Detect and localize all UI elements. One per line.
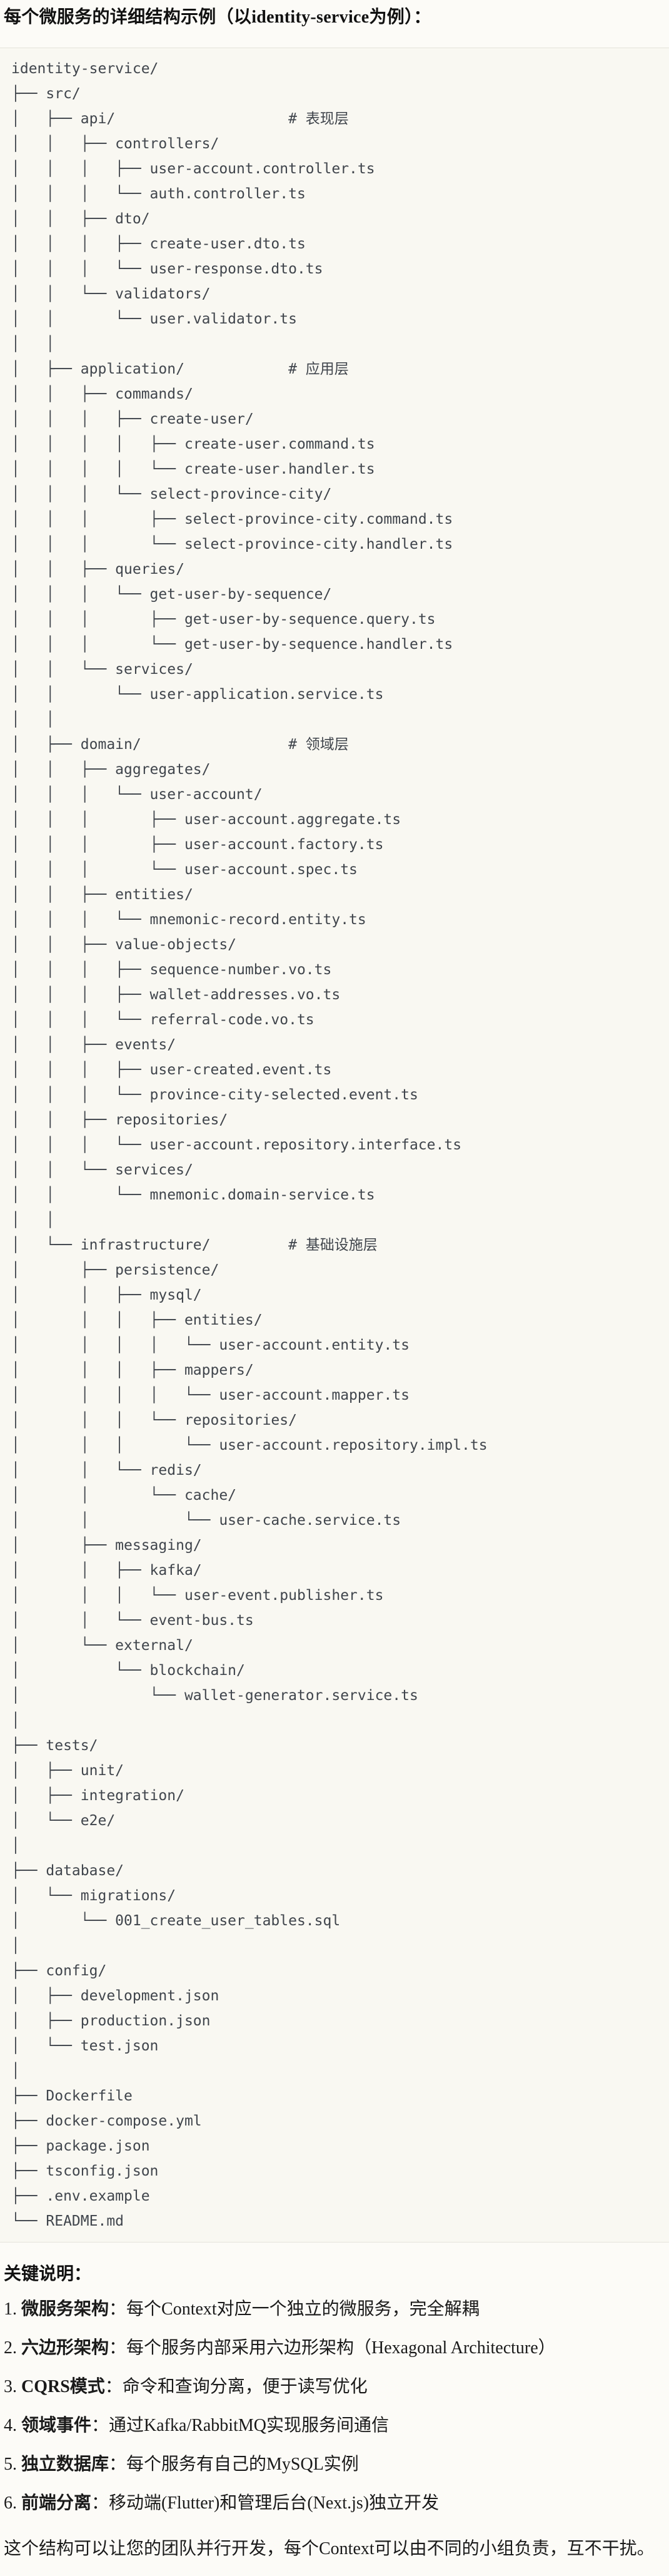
note-item-2: 2.六边形架构：每个服务内部采用六边形架构（Hexagonal Architec… (4, 2338, 663, 2359)
note-number: 4. (4, 2416, 17, 2435)
note-label: CQRS模式 (21, 2377, 105, 2396)
notes-list: 1.微服务架构：每个Context对应一个独立的微服务，完全解耦 2.六边形架构… (4, 2299, 663, 2514)
note-item-1: 1.微服务架构：每个Context对应一个独立的微服务，完全解耦 (4, 2299, 663, 2320)
note-label: 领域事件 (21, 2416, 92, 2435)
note-number: 1. (4, 2299, 17, 2319)
note-number: 6. (4, 2493, 17, 2513)
note-label: 前端分离 (21, 2493, 92, 2513)
note-number: 3. (4, 2377, 17, 2396)
note-text: ：命令和查询分离，便于读写优化 (104, 2377, 368, 2396)
closing-paragraph: 这个结构可以让您的团队并行开发，每个Context可以由不同的小组负责，互不干扰… (4, 2539, 655, 2558)
note-item-5: 5.独立数据库：每个服务有自己的MySQL实例 (4, 2454, 663, 2475)
note-item-6: 6.前端分离：移动端(Flutter)和管理后台(Next.js)独立开发 (4, 2493, 663, 2514)
directory-tree: identity-service/ ├── src/ │ ├── api/ # … (11, 61, 488, 2229)
directory-tree-block: identity-service/ ├── src/ │ ├── api/ # … (0, 48, 669, 2243)
note-label: 微服务架构 (21, 2299, 109, 2319)
notes-heading: 关键说明： (4, 2264, 92, 2284)
note-number: 2. (4, 2338, 17, 2358)
note-item-3: 3.CQRS模式：命令和查询分离，便于读写优化 (4, 2376, 663, 2398)
note-label: 六边形架构 (21, 2338, 109, 2358)
note-text: ：每个服务有自己的MySQL实例 (109, 2455, 359, 2474)
page-title: 每个微服务的详细结构示例（以identity-service为例）： (4, 8, 431, 27)
title-spacer (0, 29, 669, 48)
note-text: ：通过Kafka/RabbitMQ实现服务间通信 (91, 2416, 389, 2435)
note-number: 5. (4, 2455, 17, 2474)
key-notes-section: 关键说明： 1.微服务架构：每个Context对应一个独立的微服务，完全解耦 2… (0, 2264, 669, 2560)
note-text: ：每个Context对应一个独立的微服务，完全解耦 (109, 2299, 480, 2319)
note-label: 独立数据库 (21, 2455, 109, 2474)
note-text: ：移动端(Flutter)和管理后台(Next.js)独立开发 (91, 2493, 440, 2513)
note-item-4: 4.领域事件：通过Kafka/RabbitMQ实现服务间通信 (4, 2415, 663, 2436)
note-text: ：每个服务内部采用六边形架构（Hexagonal Architecture） (109, 2338, 556, 2358)
